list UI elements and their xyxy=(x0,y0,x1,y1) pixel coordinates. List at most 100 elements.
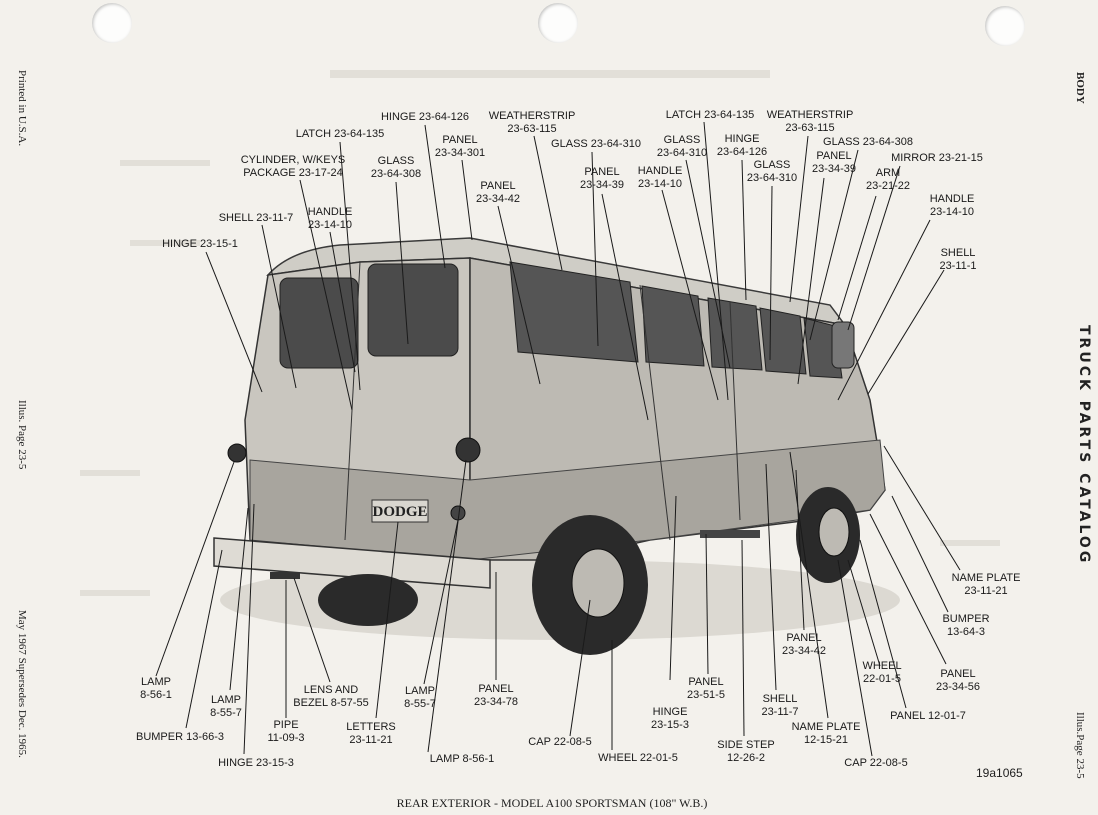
leader-panel-23-34-56 xyxy=(869,513,947,665)
front-wheel-hubcap xyxy=(818,507,850,557)
label-cap-right: CAP 22-08-5 xyxy=(844,757,908,769)
leader-wheel-right xyxy=(847,559,881,667)
leader-shell-23-11-7-top xyxy=(261,224,297,389)
leader-handle-mid xyxy=(661,189,719,401)
binder-hole-left xyxy=(92,3,132,43)
dodge-badge-text: DODGE xyxy=(372,504,427,520)
rear-window-right xyxy=(367,263,459,357)
leader-glass-310-c xyxy=(769,185,773,361)
label-glass-308-right: GLASS 23-64-308 xyxy=(823,136,913,148)
leader-hinge-126-left xyxy=(424,124,446,269)
leader-hinge-126-right xyxy=(741,159,747,301)
leader-handle-left xyxy=(329,231,356,373)
leader-bumper-13-66-3 xyxy=(185,549,223,729)
label-bumper-13-66-3: BUMPER 13-66-3 xyxy=(135,731,225,743)
leader-panel-23-51-5 xyxy=(705,533,709,675)
leader-cap-right xyxy=(837,559,873,757)
leader-lamp-8-56-1-left xyxy=(155,461,235,677)
exhaust-pipe xyxy=(270,572,300,579)
leader-glass-308-right xyxy=(809,149,859,341)
binder-hole-right xyxy=(985,6,1025,46)
leader-lamp-8-55-7-left xyxy=(229,507,249,691)
leader-shell-23-11-1 xyxy=(867,269,945,395)
side-door-seam xyxy=(639,284,671,541)
leader-panel-39-b xyxy=(797,177,825,385)
rear-door-seam xyxy=(344,261,361,541)
label-shell-23-11-7-top: SHELL 23-11-7 xyxy=(218,212,294,224)
label-panel-12-01-7: PANEL 12-01-7 xyxy=(890,710,966,722)
leader-glass-310-top xyxy=(591,151,599,347)
leader-cylinder xyxy=(299,179,353,411)
leader-weatherstrip-left xyxy=(533,135,563,271)
leader-lines xyxy=(155,121,961,757)
leader-name-plate-23-11-21 xyxy=(883,445,961,571)
leader-letters xyxy=(375,521,399,719)
leader-panel-12-01-7 xyxy=(859,539,907,709)
leader-panel-42-top xyxy=(497,205,541,385)
leader-name-plate-12-15-21 xyxy=(789,451,829,719)
leader-lens-bezel xyxy=(293,577,331,683)
side-window-1 xyxy=(509,261,639,363)
side-window-4 xyxy=(759,307,807,375)
side-door-seam-2 xyxy=(729,301,741,521)
leader-lamp-8-55-7-right xyxy=(423,519,459,685)
leader-panel-301 xyxy=(461,159,473,241)
leader-arm xyxy=(837,195,877,321)
rear-wheel-left xyxy=(318,574,418,626)
leader-panel-39-a xyxy=(601,193,649,421)
leader-handle-right xyxy=(837,219,931,401)
rear-bumper xyxy=(213,537,491,589)
leader-mirror xyxy=(847,165,901,331)
leader-latch-left xyxy=(339,141,361,391)
leader-glass-310-b xyxy=(685,159,731,369)
tail-lamp-left xyxy=(227,443,247,463)
leader-cap-bottom xyxy=(569,599,591,737)
leader-latch-right xyxy=(703,121,729,401)
dodge-badge-plate xyxy=(371,499,429,523)
label-hinge-23-15-3-left: HINGE 23-15-3 xyxy=(218,757,294,769)
leader-shell-bottom xyxy=(765,463,777,691)
leader-hinge-23-15-1 xyxy=(205,251,263,393)
binder-hole-center xyxy=(538,3,578,43)
leader-hinge-23-15-3-left xyxy=(243,503,255,755)
illustration-reference-number: 19a1065 xyxy=(976,766,1023,780)
label-cap-bottom: CAP 22-08-5 xyxy=(528,736,592,748)
leader-panel-42-bottom xyxy=(795,469,805,631)
side-window-3 xyxy=(707,297,763,371)
label-lamp-8-56-1-bottom: LAMP 8-56-1 xyxy=(429,753,495,765)
label-latch-right: LATCH 23-64-135 xyxy=(665,109,755,121)
label-glass-310-top: GLASS 23-64-310 xyxy=(551,138,641,150)
leader-glass-308-left xyxy=(395,181,409,345)
label-wheel-bottom: WHEEL 22-01-5 xyxy=(598,752,678,764)
